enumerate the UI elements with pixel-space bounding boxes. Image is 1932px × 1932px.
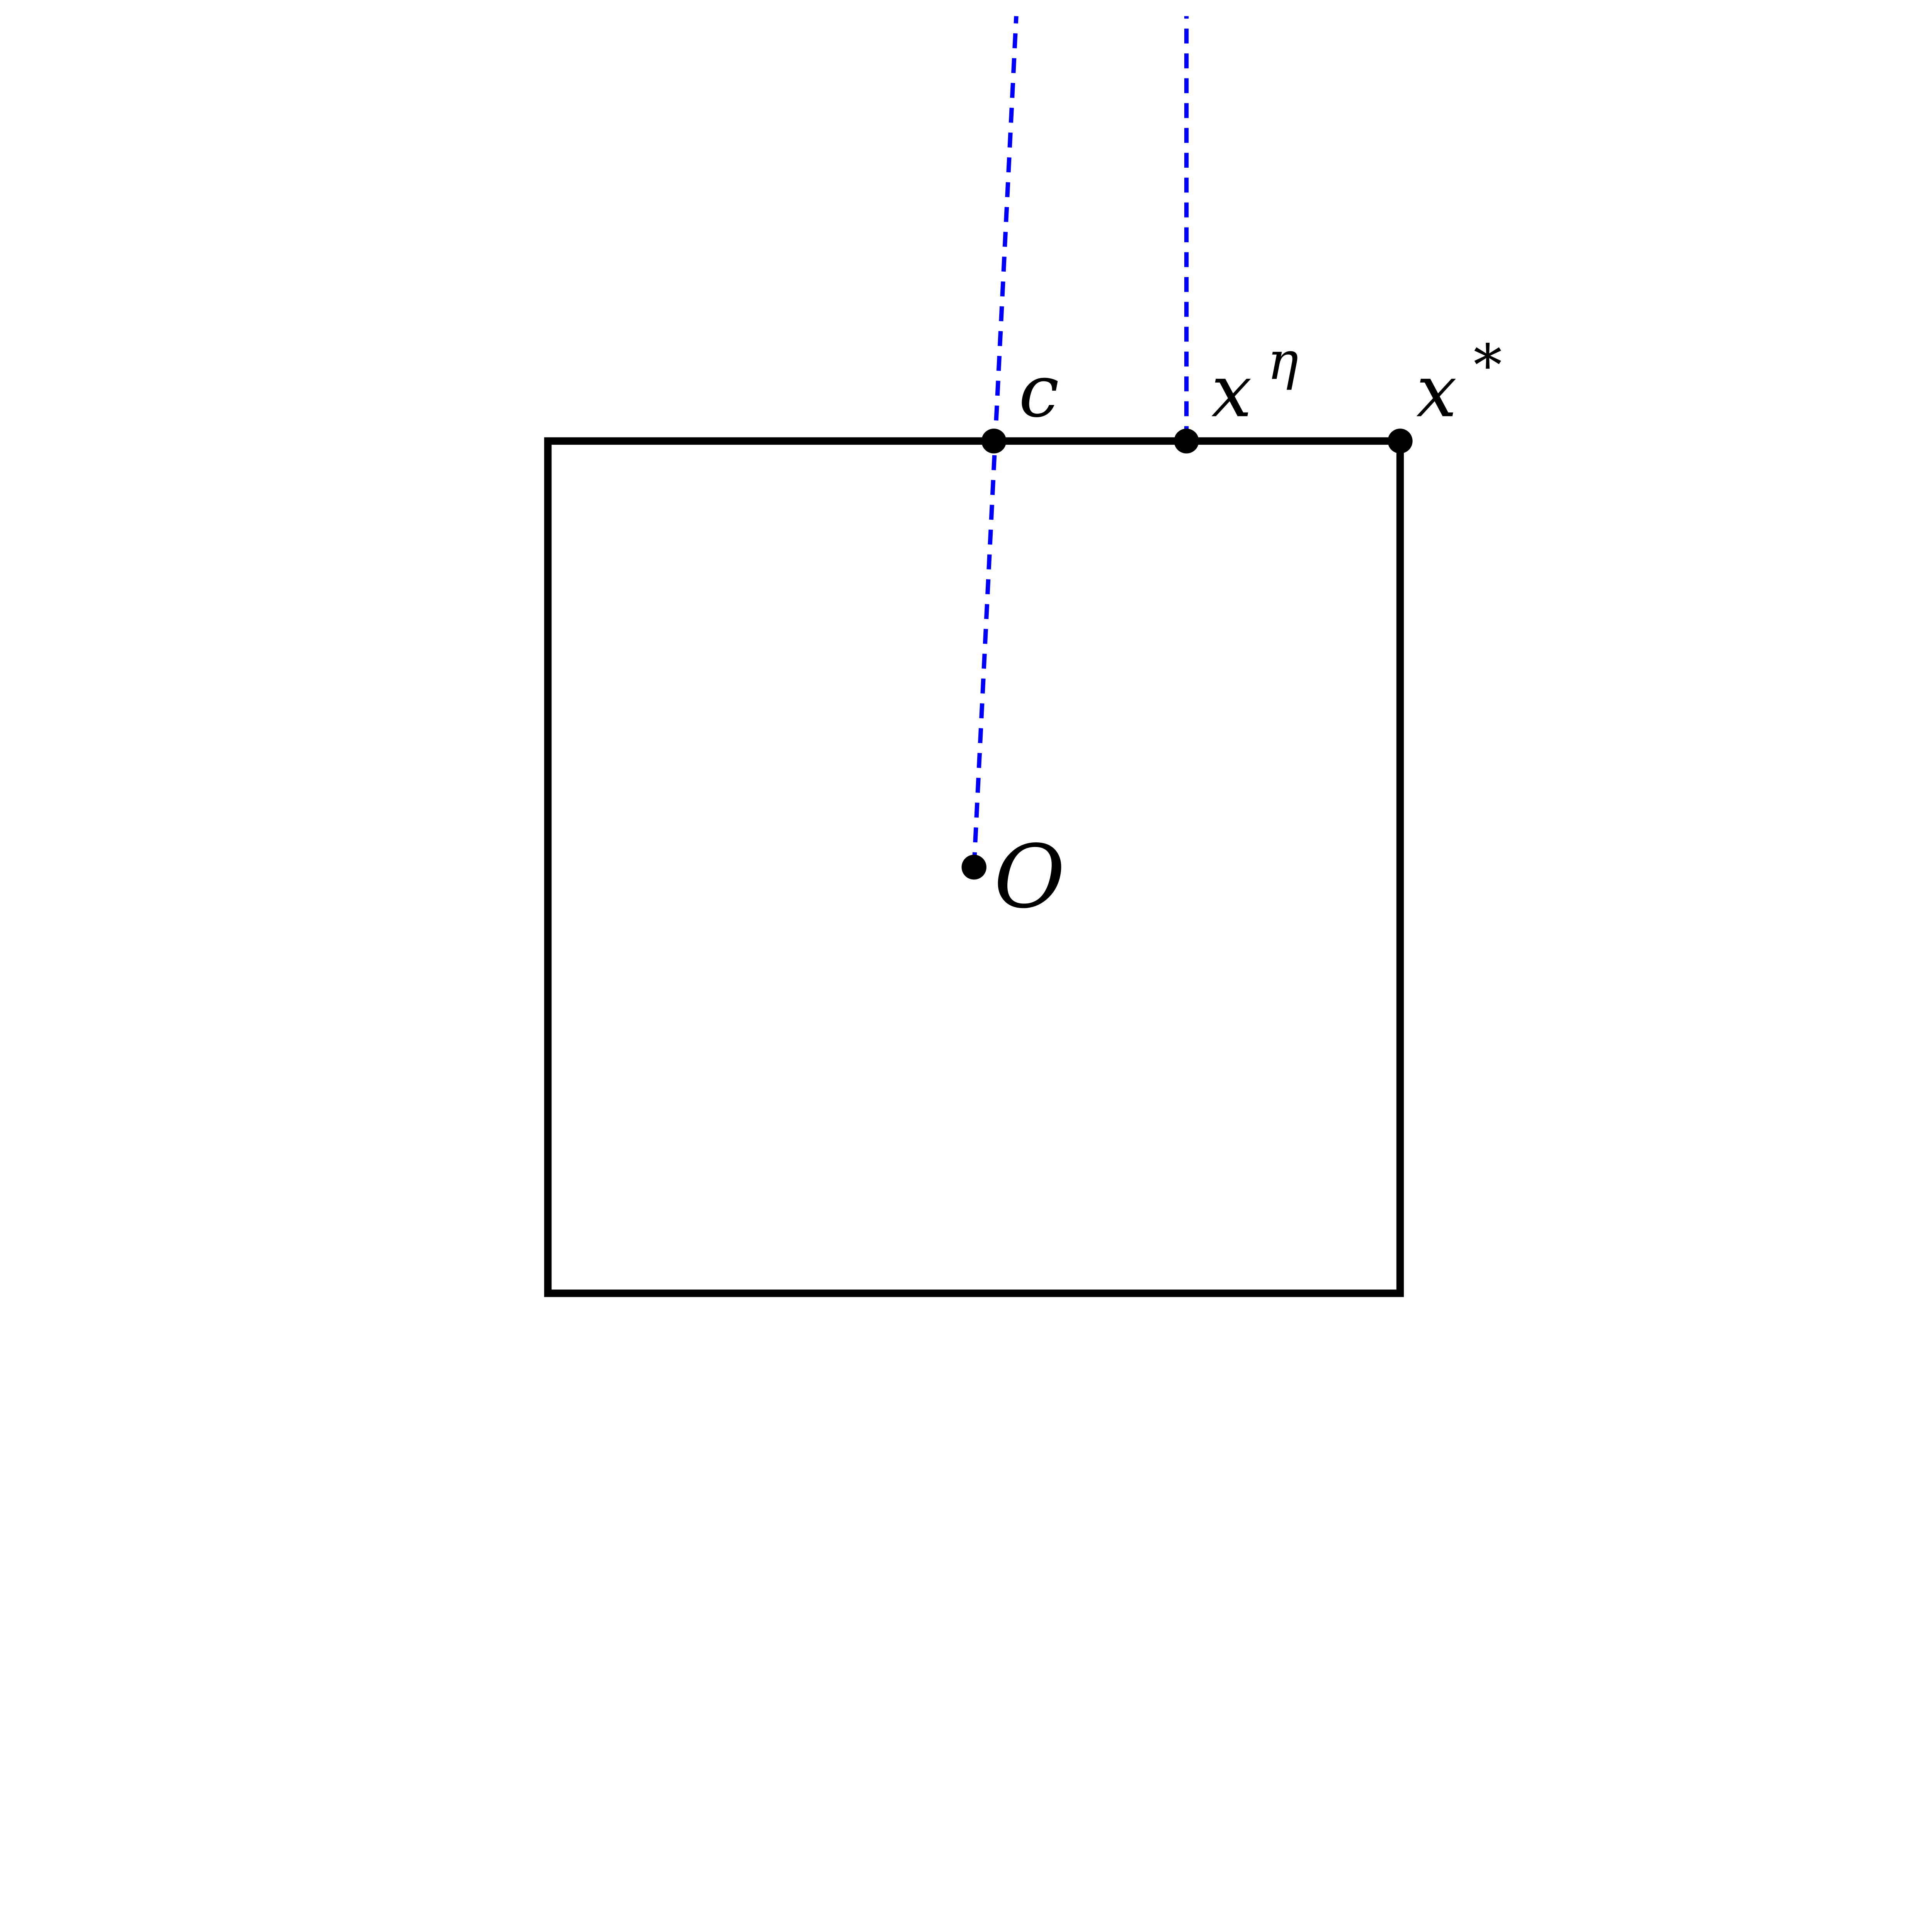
point-origin xyxy=(961,855,986,880)
label-x-eta-superscript: η xyxy=(1267,331,1299,391)
label-x-star: x xyxy=(1416,349,1457,433)
point-c xyxy=(981,429,1007,454)
point-x-eta xyxy=(1174,429,1199,454)
label-origin: O xyxy=(994,827,1065,928)
diagram-canvas: c x η x * O xyxy=(544,16,1502,1297)
label-c: c xyxy=(1019,349,1059,433)
point-x-star xyxy=(1388,429,1413,454)
label-x-star-superscript: * xyxy=(1473,332,1502,399)
label-x-eta: x xyxy=(1211,349,1252,433)
square xyxy=(544,437,1404,1297)
